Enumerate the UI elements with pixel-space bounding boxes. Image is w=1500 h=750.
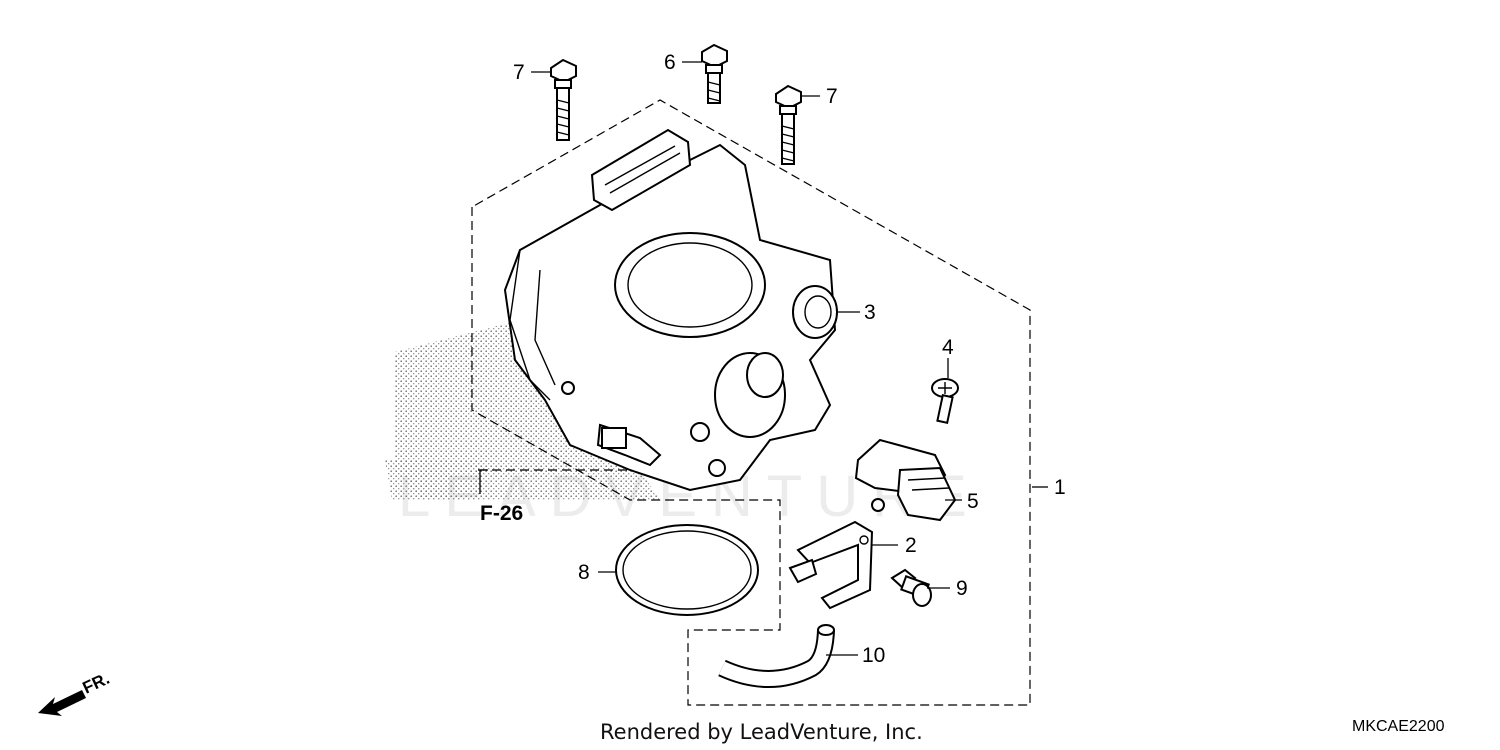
o-ring[interactable] [615, 524, 759, 616]
callout-5: 5 [967, 490, 979, 513]
reference-link[interactable]: F-26 [479, 469, 523, 525]
assembly-boundary [471, 99, 1031, 706]
bolt-center[interactable] [701, 43, 728, 104]
front-label: FR. [80, 669, 113, 698]
callout-8: 8 [578, 561, 590, 584]
callout-6: 6 [664, 51, 676, 74]
bolt-right[interactable] [775, 84, 802, 165]
callout-9: 9 [956, 577, 968, 600]
leader-lines [531, 61, 1048, 656]
front-arrow-icon [38, 690, 86, 716]
diagram-code: MKCAE2200 [1352, 718, 1445, 735]
screw-9[interactable] [890, 568, 932, 607]
map-sensor[interactable] [854, 438, 957, 522]
callout-2: 2 [905, 534, 917, 557]
hose[interactable] [718, 624, 835, 688]
callout-7-right: 7 [826, 85, 838, 108]
callout-1: 1 [1054, 476, 1066, 499]
callout-7-left: 7 [513, 61, 525, 84]
callout-4: 4 [942, 336, 954, 359]
callout-3: 3 [864, 301, 876, 324]
footer-credit: Rendered by LeadVenture, Inc. [600, 720, 923, 744]
front-direction-indicator: FR. [38, 669, 113, 716]
callout-10: 10 [862, 644, 885, 667]
bracket[interactable] [788, 520, 874, 610]
screw-4[interactable] [931, 378, 959, 424]
reference-label[interactable]: F-26 [480, 502, 523, 525]
bolt-left[interactable] [550, 58, 577, 141]
throttle-body[interactable] [503, 128, 838, 492]
